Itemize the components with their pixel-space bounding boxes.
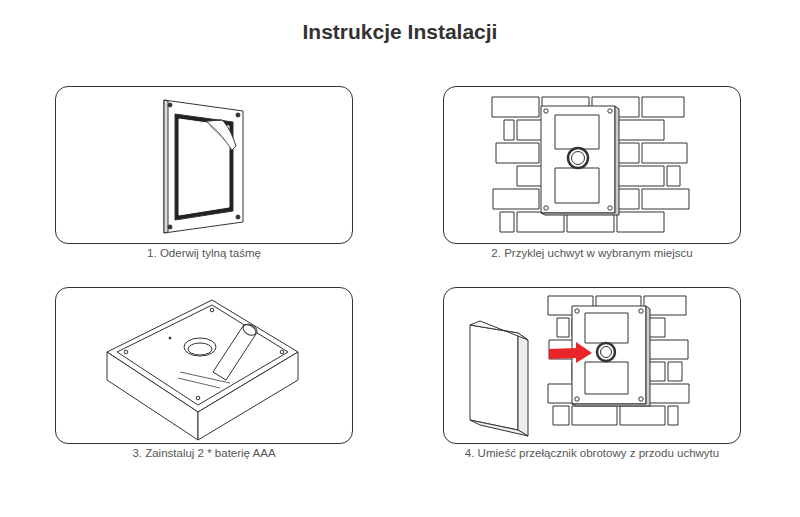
brick bbox=[668, 406, 678, 425]
brick bbox=[496, 143, 539, 163]
brick bbox=[504, 120, 514, 140]
brick bbox=[644, 340, 688, 359]
panel-frame bbox=[443, 86, 741, 244]
panel-frame bbox=[55, 86, 353, 244]
step-panel: 4. Umieść przełącznik obrotowy z przodu … bbox=[443, 287, 741, 444]
brick bbox=[492, 97, 539, 117]
step-caption: 2. Przyklej uchwyt w wybranym miejscu bbox=[413, 247, 771, 259]
step-panel: 3. Zainstaluj 2 * baterię AAA bbox=[55, 287, 353, 444]
panel-frame bbox=[443, 287, 741, 444]
brick bbox=[642, 97, 684, 117]
rotary-switch bbox=[470, 321, 528, 436]
brick bbox=[617, 120, 664, 140]
step-caption: 3. Zainstaluj 2 * baterię AAA bbox=[25, 447, 383, 459]
brick bbox=[553, 406, 569, 425]
insert-arrow bbox=[549, 342, 592, 363]
brick bbox=[620, 406, 665, 425]
brick bbox=[617, 212, 664, 232]
brick bbox=[557, 318, 569, 337]
title: Instrukcje Instalacji bbox=[0, 20, 800, 44]
panel-frame bbox=[55, 287, 353, 444]
step-caption: 1. Oderwij tylną taśmę bbox=[25, 247, 383, 259]
brick bbox=[572, 406, 617, 425]
brick bbox=[644, 384, 689, 403]
brick bbox=[668, 362, 682, 381]
step-caption: 4. Umieść przełącznik obrotowy z przodu … bbox=[413, 447, 771, 459]
brick bbox=[617, 166, 664, 186]
step-panel: 1. Oderwij tylną taśmę bbox=[55, 86, 353, 244]
adhesive-frame bbox=[164, 100, 243, 233]
brick bbox=[500, 212, 514, 232]
brick bbox=[493, 189, 539, 209]
brick bbox=[642, 189, 689, 209]
step-panel: 2. Przyklej uchwyt w wybranym miejscu bbox=[443, 86, 741, 244]
brick bbox=[642, 143, 687, 163]
brick bbox=[667, 166, 680, 186]
battery-tray bbox=[107, 300, 298, 440]
mounted-bracket bbox=[541, 106, 619, 215]
